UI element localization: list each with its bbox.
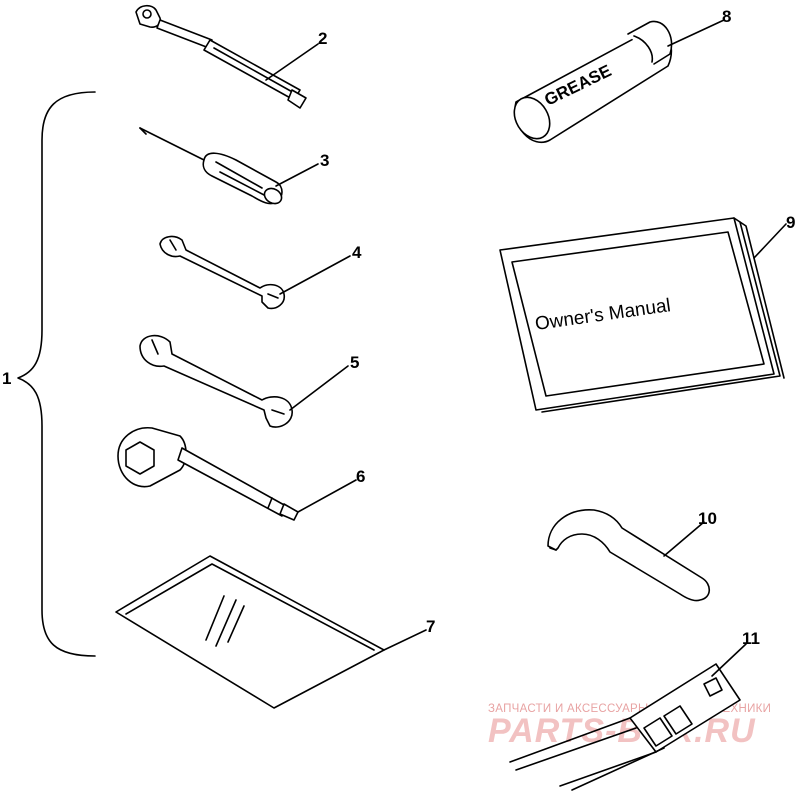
owners-manual-illustration: Owner's Manual [499,217,785,413]
callout-6: 6 [356,467,365,486]
hook-spanner-illustration [547,509,711,602]
small-wrench-illustration [159,235,286,310]
large-wrench-illustration [139,334,293,428]
callout-7: 7 [426,617,435,636]
screwdriver-illustration [139,127,283,205]
grease-tube-illustration: GREASE [513,20,673,143]
connector-assembly-illustration [509,663,741,791]
callout-5: 5 [350,353,359,372]
callout-1: 1 [2,369,11,388]
callout-3: 3 [320,151,329,170]
bit-driver-illustration [135,4,307,109]
watermark-line2: PARTS-BOX.RU [488,712,756,750]
callouts: 1 2 3 4 5 6 7 8 9 10 11 [2,7,795,648]
watermark: ЗАПЧАСТИ И АКСЕССУАРЫ ДЛЯ МОТОТЕХНИКИ PA… [488,703,771,750]
socket-wrench-illustration [117,427,299,521]
bag-illustration [115,555,385,709]
leader-lines [265,19,787,677]
callout-4: 4 [352,243,362,262]
callout-2: 2 [318,29,327,48]
callout-10: 10 [698,509,717,528]
kit-brace [17,91,96,657]
callout-11: 11 [742,629,760,648]
callout-8: 8 [722,7,731,26]
callout-9: 9 [786,213,795,232]
